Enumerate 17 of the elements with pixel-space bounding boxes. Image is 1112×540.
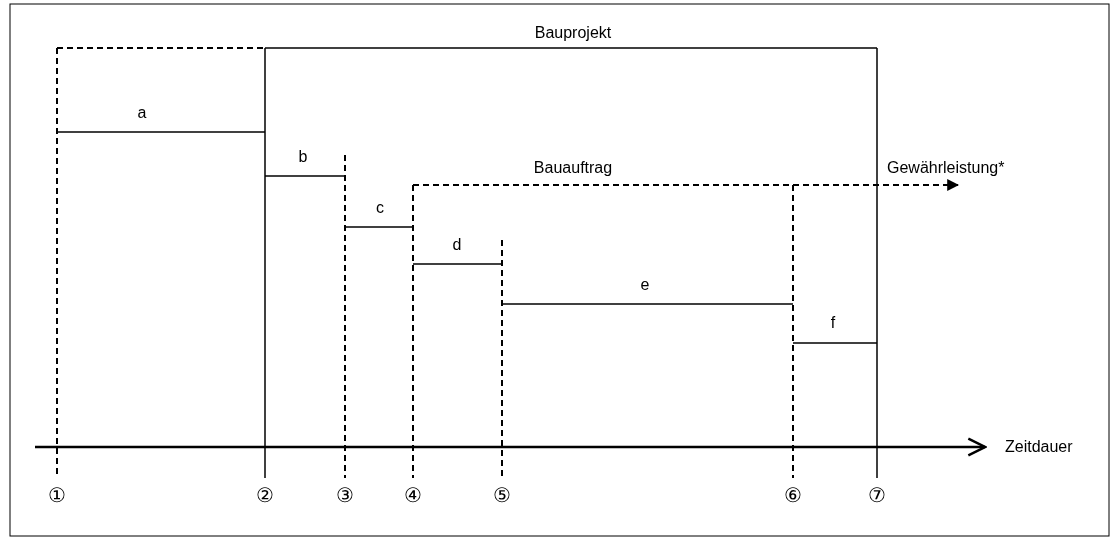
warranty-label: Gewährleistung* (887, 160, 1005, 176)
milestone-number: ⑤ (493, 485, 511, 505)
phase-letter: f (830, 315, 836, 331)
phase-letter: a (137, 105, 147, 121)
project-label: Bauprojekt (534, 25, 612, 41)
phase-letter: d (452, 237, 462, 253)
milestone-number: ⑦ (868, 485, 886, 505)
phase-letter: e (640, 277, 650, 293)
contract-label: Bauauftrag (533, 160, 613, 176)
axis-label: Zeitdauer (1005, 439, 1073, 455)
milestone-number: ④ (404, 485, 422, 505)
phase-letter: b (298, 149, 308, 165)
milestone-number: ⑥ (784, 485, 802, 505)
milestone-number: ① (48, 485, 66, 505)
milestone-number: ② (256, 485, 274, 505)
phase-letter: c (376, 200, 384, 216)
milestone-number: ③ (336, 485, 354, 505)
